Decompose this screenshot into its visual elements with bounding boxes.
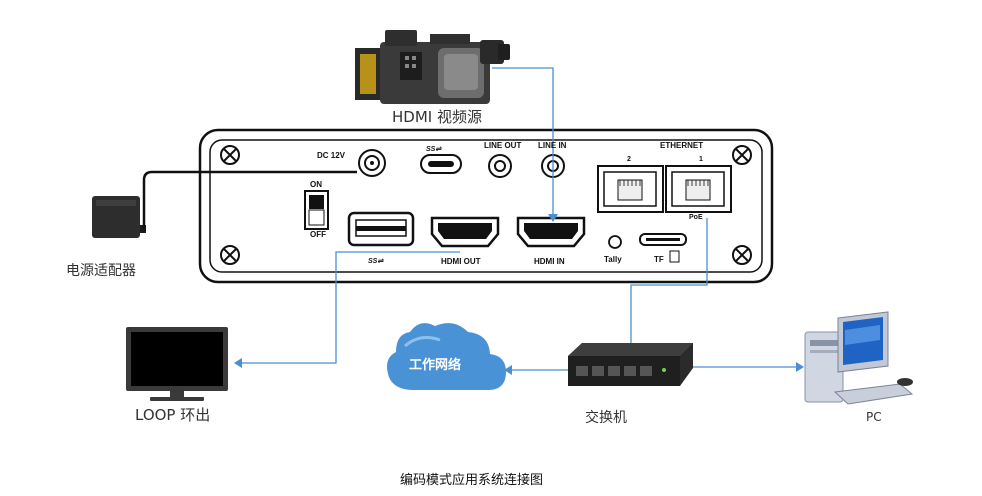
hdmi-out-port (430, 216, 500, 248)
pc-label: PC (866, 410, 882, 424)
tally-label: Tally (604, 255, 622, 264)
dc-power-jack (358, 149, 386, 177)
hdmi-out-label: HDMI OUT (441, 257, 481, 266)
ethernet-port-1-label: 1 (699, 156, 703, 163)
loop-out-label: LOOP 环出 (135, 406, 211, 424)
power-cable (142, 170, 357, 229)
ethernet-port-2 (597, 165, 664, 213)
line-camera-to-hdmi-in (492, 67, 554, 218)
screw-top-left (220, 145, 240, 165)
camera-icon (355, 30, 510, 104)
line-poe-to-switch (630, 218, 708, 356)
line-hdmi-out-to-monitor (238, 251, 460, 364)
screw-top-right (732, 145, 752, 165)
tf-card-slot (639, 233, 687, 263)
power-adapter-icon (92, 196, 146, 238)
switch-off-label: OFF (310, 230, 326, 239)
switch-icon (568, 343, 693, 386)
usb-a-port (347, 211, 415, 247)
video-source-label: HDMI 视频源 (392, 108, 482, 126)
cloud-icon (387, 323, 506, 390)
power-adapter-label: 电源适配器 (66, 263, 136, 279)
line-out-jack (488, 154, 512, 178)
ethernet-port-1 (665, 165, 732, 213)
svg-text:SS⇌: SS⇌ (368, 258, 384, 265)
screw-bottom-left (220, 245, 240, 265)
svg-text:SS⇌: SS⇌ (426, 146, 442, 153)
usb-c-port (420, 154, 462, 174)
line-out-label: LINE OUT (484, 141, 522, 150)
tally-light (608, 235, 622, 249)
switch-on-label: ON (310, 180, 322, 189)
diagram-caption: 编码模式应用系统连接图 (400, 473, 544, 488)
dc-port-label: DC 12V (317, 151, 346, 160)
ethernet-label: ETHERNET (660, 141, 704, 150)
hdmi-in-label: HDMI IN (534, 257, 565, 266)
ethernet-port-2-label: 2 (627, 156, 631, 163)
monitor-icon (126, 327, 228, 401)
hdmi-in-port (516, 216, 586, 248)
tf-label: TF (654, 255, 664, 264)
work-network-label: 工作网络 (409, 358, 462, 373)
connection-lines (238, 67, 800, 371)
poe-label: PoE (689, 214, 703, 221)
usb-ss-icon: SS⇌ (426, 146, 442, 153)
line-in-label: LINE IN (538, 141, 567, 150)
device-rear-panel: SS⇌ (198, 128, 774, 284)
pc-icon (804, 311, 914, 405)
screw-bottom-right (732, 245, 752, 265)
switch-label: 交换机 (585, 410, 627, 426)
usb-ss-icon: SS⇌ (368, 258, 384, 265)
power-switch (304, 190, 329, 230)
